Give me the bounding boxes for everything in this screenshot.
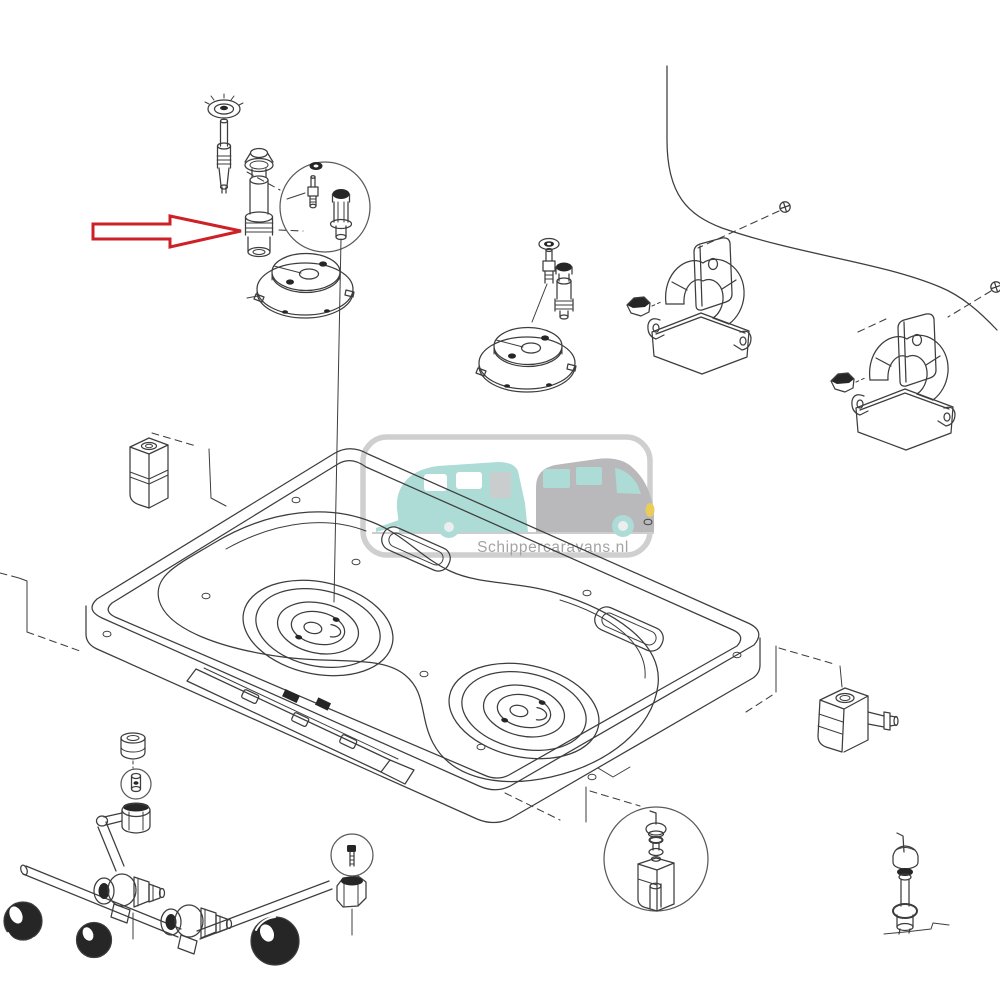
control-knob (75, 921, 113, 959)
thermocouple-cap (120, 732, 146, 760)
control-knob (3, 901, 43, 943)
tray-screw-holes (102, 496, 742, 781)
motorhome-silhouette (536, 458, 655, 537)
red-arrow-shape (91, 214, 242, 249)
hex-fitting (336, 875, 367, 908)
burner-base-right (475, 326, 577, 393)
tray-inner-rim (107, 460, 742, 779)
hinge-screw-top (779, 201, 791, 213)
ignition-electrode (554, 262, 574, 320)
burner-venturi (244, 175, 274, 258)
electrode-mount-box (637, 857, 675, 912)
seal-grommet (309, 162, 323, 170)
pan-support-ridge (594, 606, 664, 652)
spark-generator-box (817, 687, 899, 753)
lid-hinge-right (830, 313, 956, 451)
caravan-door-window (490, 472, 511, 498)
ignition-switch-box (129, 437, 169, 509)
burner-cap (204, 93, 244, 119)
control-knob (250, 916, 300, 966)
tray-well-outline (157, 511, 659, 783)
screw-detail-circle (330, 833, 374, 877)
caravan-silhouette (376, 462, 528, 538)
spark-plug-electrode (883, 832, 950, 935)
box-side-connector (867, 711, 899, 731)
glass-lid-outline (666, 65, 998, 331)
lid-hinge-left (626, 237, 752, 375)
tray-skirt (85, 605, 761, 824)
gas-valve-assembly (3, 732, 374, 966)
burner-well-right (439, 649, 609, 773)
gas-valve-left (93, 873, 166, 924)
assembly-leader-line (333, 238, 342, 603)
ignition-box-detail (603, 806, 709, 912)
burner-assembly-exploded (204, 93, 371, 603)
small-injector (307, 175, 319, 209)
tray-outer-rim (91, 448, 760, 791)
diagram-line-art (0, 65, 1000, 966)
motorhome-windshield (615, 468, 641, 494)
large-injector (329, 189, 353, 241)
grub-screw (347, 845, 356, 867)
motorhome-window (543, 469, 570, 488)
caravan-window (424, 474, 447, 491)
leader-lines (0, 210, 992, 823)
motorhome-headlight (645, 503, 655, 517)
injector-detail-circle (279, 161, 371, 253)
elbow-fitting (95, 802, 151, 872)
pilot-nozzle (130, 772, 142, 793)
nozzle-detail-circle (120, 768, 152, 800)
burner-parts-middle (531, 237, 574, 323)
hob-tray (85, 448, 761, 824)
watermark-logo: Schippercaravans.nl (360, 434, 655, 558)
burner-well-left (233, 566, 403, 690)
pan-support-ridge (381, 526, 451, 572)
red-arrow (91, 214, 242, 249)
caravan-window (456, 472, 482, 489)
sealing-washer (538, 237, 560, 251)
motorhome-wheel-hub (618, 521, 628, 531)
front-rail (186, 667, 415, 785)
caravan-wheel-hub (444, 522, 454, 532)
watermark-text: Schippercaravans.nl (477, 539, 629, 556)
motorhome-window (576, 467, 602, 485)
burner-base-left (246, 252, 355, 319)
control-tap-stem (216, 118, 232, 194)
burner-cup (244, 147, 274, 178)
control-knobs (3, 901, 300, 966)
gas-valve-right (160, 904, 233, 955)
injector (542, 247, 556, 284)
hinge-screw-right (990, 281, 1000, 293)
